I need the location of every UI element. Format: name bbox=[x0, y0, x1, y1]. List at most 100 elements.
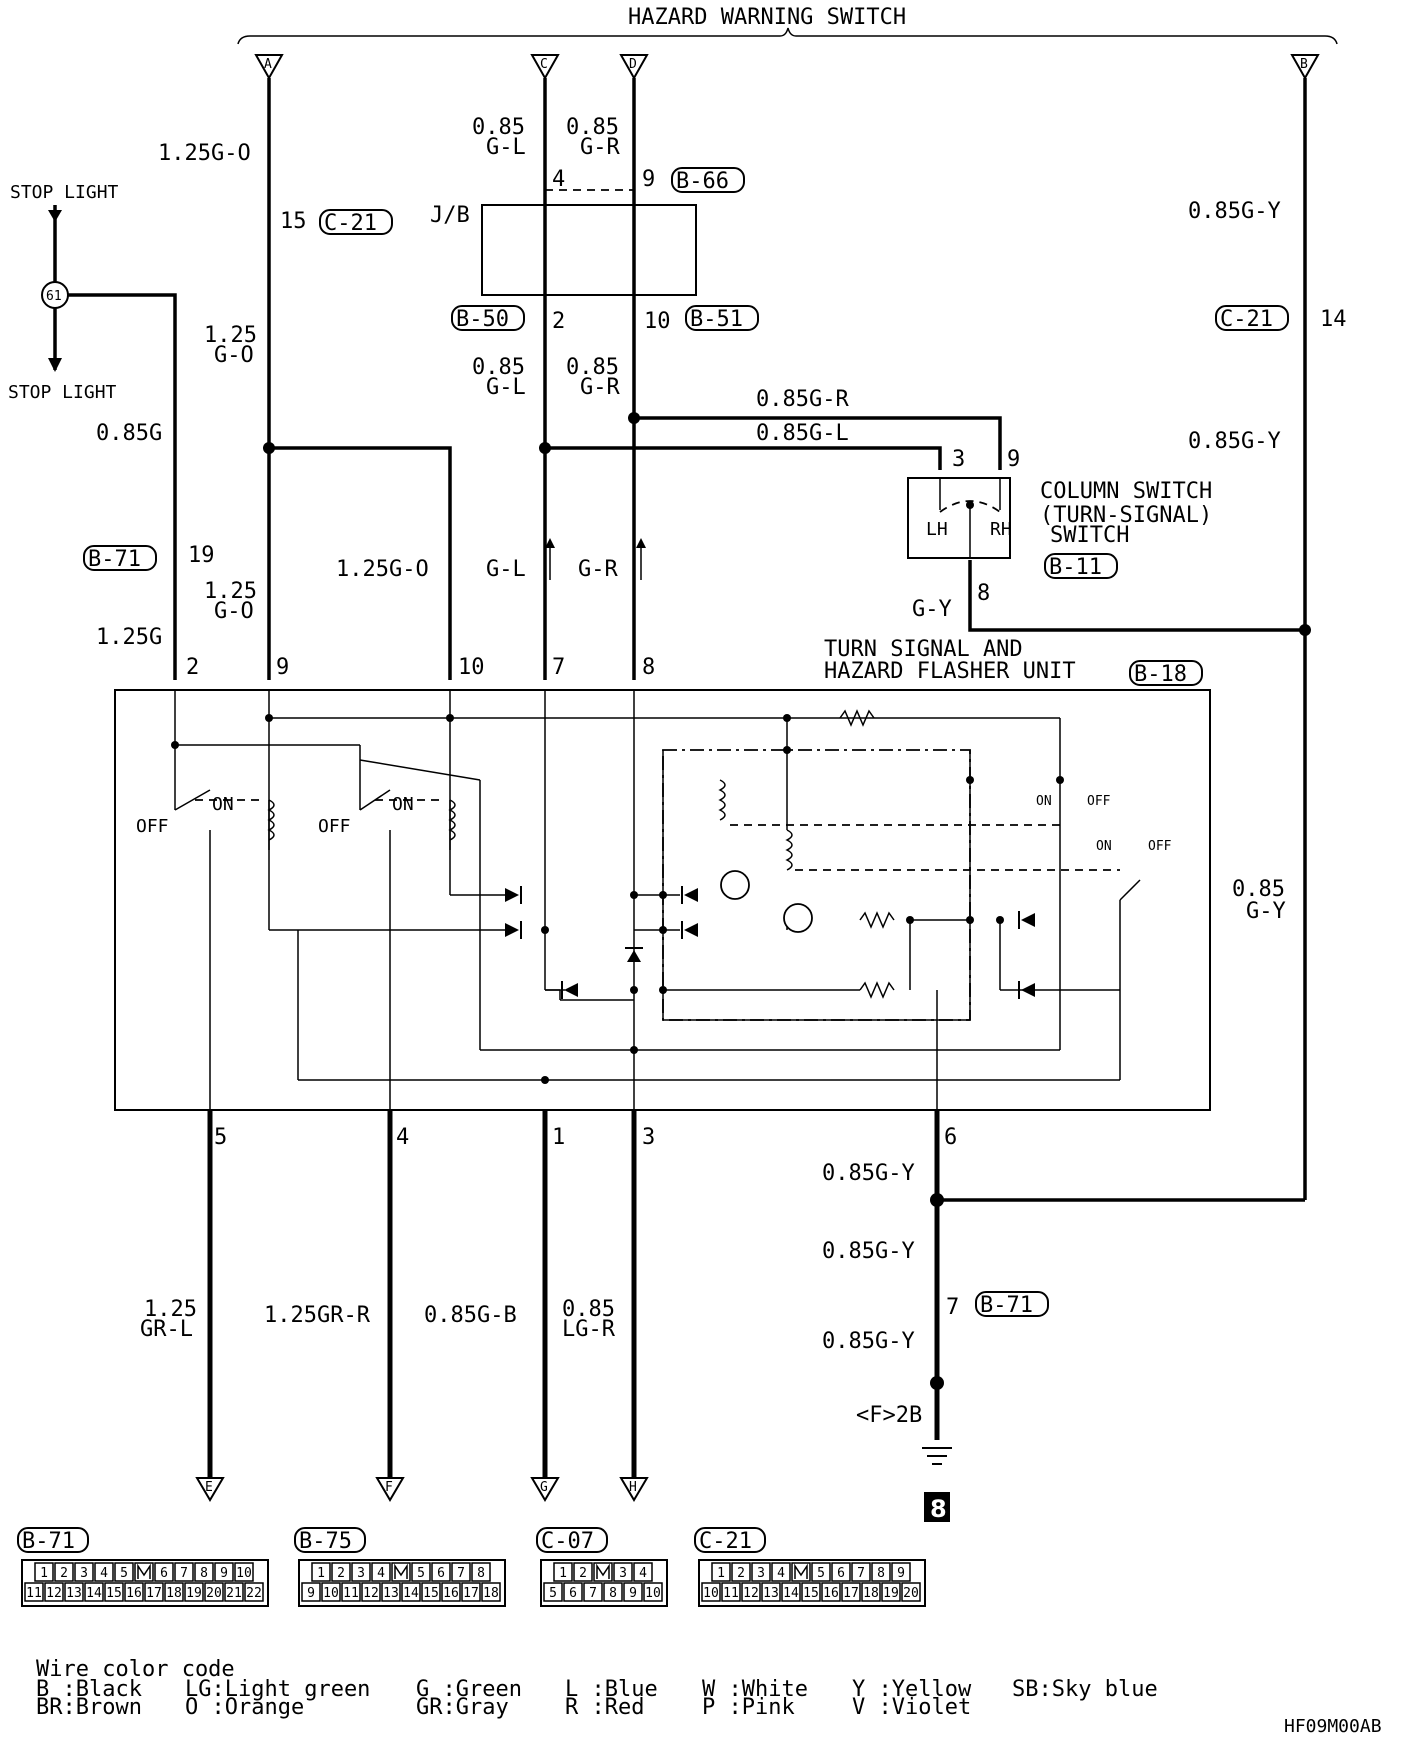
connector-pin-number: 1 bbox=[717, 1566, 725, 1581]
wire-label: G-R bbox=[578, 557, 618, 582]
connector-pin bbox=[84, 1582, 104, 1602]
wire-label: 0.85G-B bbox=[424, 1303, 517, 1328]
diagram-title: HAZARD WARNING SWITCH bbox=[628, 5, 906, 30]
wire-label: 0.85G-Y bbox=[1188, 429, 1281, 454]
connector-pin-number: 3 bbox=[357, 1566, 365, 1581]
connector-pin bbox=[721, 1582, 741, 1602]
pin-label: 2 bbox=[186, 655, 199, 680]
internal-nodes bbox=[171, 714, 1064, 1084]
pin-label: 19 bbox=[188, 543, 215, 568]
connector-pin bbox=[851, 1562, 871, 1582]
connector-pin bbox=[371, 1562, 391, 1582]
connector-pin-number: 9 bbox=[629, 1586, 637, 1601]
connector-pin-number: 14 bbox=[403, 1586, 419, 1601]
connector-tag bbox=[83, 545, 157, 571]
connector-pin-number: 19 bbox=[883, 1586, 899, 1601]
wire-label: 1.25G bbox=[96, 625, 162, 650]
svg-text:G: G bbox=[540, 1480, 548, 1495]
connector-pin bbox=[481, 1582, 501, 1602]
connector-pin-number: 9 bbox=[220, 1566, 228, 1581]
resistor-icon bbox=[859, 981, 895, 999]
pin-label: 3 bbox=[952, 447, 965, 472]
wire-label: G-R bbox=[580, 375, 620, 400]
connector-pin-number: 2 bbox=[579, 1566, 587, 1581]
connector-face bbox=[298, 1559, 506, 1607]
svg-text:D: D bbox=[629, 57, 637, 72]
connector-tag bbox=[294, 1527, 366, 1553]
connector-pin bbox=[234, 1562, 254, 1582]
connector-pin-number: 8 bbox=[200, 1566, 208, 1581]
diode-icon bbox=[681, 886, 698, 904]
terminal-a: A bbox=[254, 54, 284, 81]
terminal-b: B bbox=[1290, 54, 1320, 81]
wire-stop-085g bbox=[68, 293, 177, 680]
connector-pin bbox=[781, 1582, 801, 1602]
switch-off-label: OFF bbox=[1087, 794, 1111, 809]
connector-pin-number: 10 bbox=[323, 1586, 339, 1601]
connector-id: C-21 bbox=[699, 1529, 752, 1554]
connector-pin bbox=[583, 1582, 603, 1602]
terminal-g: G bbox=[530, 1477, 560, 1502]
connector-pin bbox=[64, 1582, 84, 1602]
connector-pin-number: 3 bbox=[619, 1566, 627, 1581]
legend-entry: G :Green bbox=[416, 1677, 522, 1702]
connector-pin bbox=[214, 1562, 234, 1582]
connector-pin-number: 1 bbox=[317, 1566, 325, 1581]
connector-pin-number: 14 bbox=[86, 1586, 102, 1601]
connector-pin bbox=[811, 1562, 831, 1582]
connector-pin bbox=[603, 1582, 623, 1602]
connector-pin bbox=[184, 1582, 204, 1602]
connector-pin bbox=[411, 1562, 431, 1582]
flasher-ic-outline bbox=[662, 749, 971, 1021]
junction-dot bbox=[263, 442, 275, 454]
connector-pin-number: 16 bbox=[126, 1586, 142, 1601]
junction-dot bbox=[930, 1376, 944, 1390]
connector-pin bbox=[24, 1582, 44, 1602]
wire-label: 0.85 bbox=[566, 355, 619, 380]
ground-number: 8 bbox=[930, 1495, 947, 1523]
connector-pin-number: 15 bbox=[106, 1586, 122, 1601]
wire-label: G-Y bbox=[1246, 899, 1286, 924]
wire-label: 0.85G-R bbox=[756, 387, 849, 412]
legend-entry: V :Violet bbox=[852, 1695, 971, 1720]
connector-pin bbox=[471, 1562, 491, 1582]
column-switch-title: COLUMN SWITCH bbox=[1040, 479, 1212, 504]
diode-icon bbox=[505, 886, 522, 904]
svg-text:E: E bbox=[205, 1480, 213, 1495]
connector-id: B-18 bbox=[1134, 662, 1187, 687]
switch-off-label: OFF bbox=[318, 816, 351, 837]
lock-tab-icon bbox=[596, 1563, 610, 1579]
connector-tag bbox=[319, 209, 393, 235]
terminal-c: C bbox=[530, 54, 560, 81]
connector-pin bbox=[54, 1562, 74, 1582]
connector-pin bbox=[124, 1582, 144, 1602]
connector-pin-number: 5 bbox=[817, 1566, 825, 1581]
connector-pin-number: 5 bbox=[120, 1566, 128, 1581]
connector-pin-number: 11 bbox=[723, 1586, 739, 1601]
connector-pin bbox=[441, 1582, 461, 1602]
connector-pin-number: 13 bbox=[66, 1586, 82, 1601]
connector-pin bbox=[361, 1582, 381, 1602]
wire-label: G-L bbox=[486, 557, 526, 582]
connector-pin-number: 16 bbox=[823, 1586, 839, 1601]
connector-pin bbox=[321, 1582, 341, 1602]
arrow-up-icon bbox=[636, 538, 646, 580]
wire-label: G-R bbox=[580, 135, 620, 160]
svg-text:A: A bbox=[264, 57, 272, 72]
wire-gl-to-column bbox=[545, 446, 942, 470]
svg-text:H: H bbox=[629, 1480, 637, 1495]
legend-entry: B :Black bbox=[36, 1677, 142, 1702]
connector-pin-number: 12 bbox=[743, 1586, 759, 1601]
column-switch-sub2: SWITCH bbox=[1050, 523, 1129, 548]
relay-coil-icon bbox=[718, 779, 726, 821]
connector-pin-number: 18 bbox=[483, 1586, 499, 1601]
connector-pin-number: 19 bbox=[186, 1586, 202, 1601]
pin-label: 10 bbox=[644, 309, 671, 334]
diagram-code: HF09M00AB bbox=[1284, 1716, 1382, 1737]
connector-pin bbox=[841, 1582, 861, 1602]
connector-pin-number: 9 bbox=[897, 1566, 905, 1581]
column-switch-box bbox=[907, 477, 1011, 559]
connector-pin bbox=[164, 1582, 184, 1602]
connector-pin-number: 16 bbox=[443, 1586, 459, 1601]
jb-label: J/B bbox=[430, 203, 470, 228]
